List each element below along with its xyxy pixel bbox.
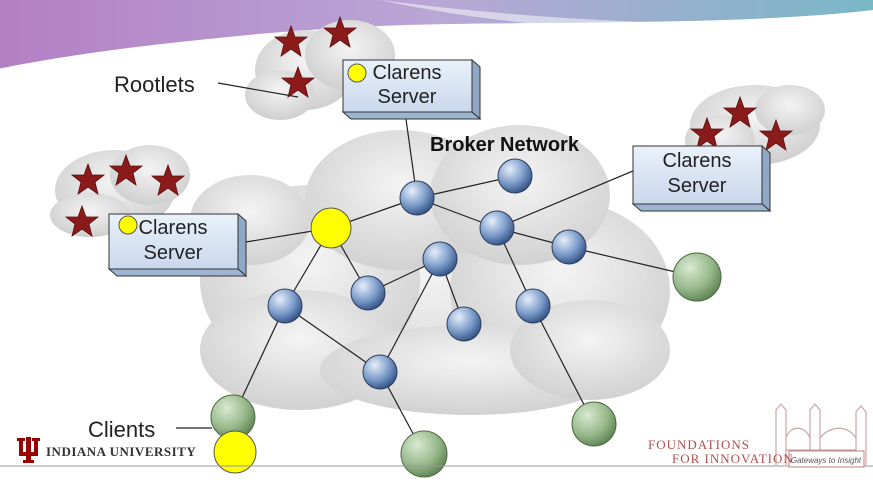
server-right-line1: Clarens (663, 150, 732, 172)
clarens-server-top (341, 58, 482, 121)
tagline: Gateways to Insight (791, 456, 862, 465)
star-icon (322, 15, 358, 48)
star-icon (722, 95, 758, 128)
star-icon (70, 162, 106, 195)
star-icon (758, 118, 794, 151)
foundations-arch-icon (775, 403, 867, 465)
broker-node (446, 306, 482, 342)
broker-node (422, 241, 458, 277)
broker-node (350, 275, 386, 311)
star-icon (150, 163, 186, 196)
broker-nodes (267, 158, 587, 390)
server-left-line1: Clarens (139, 217, 208, 239)
broker-node (399, 180, 435, 216)
rootlet-hub (310, 207, 352, 249)
university-name: INDIANA UNIVERSITY (46, 444, 196, 459)
star-icon (280, 65, 316, 98)
star-icon (273, 24, 309, 57)
foundations-line1: FOUNDATIONS (648, 437, 750, 452)
rootlet-cloud-right (685, 85, 825, 165)
server-top-line2: Server (378, 86, 437, 108)
broker-network-label: Broker Network (430, 134, 580, 156)
client-node (400, 430, 448, 478)
client-node (672, 252, 722, 302)
broker-node (479, 210, 515, 246)
client-node (571, 401, 617, 447)
rootlet-marker-left (118, 215, 138, 235)
foundations-line2: FOR INNOVATION (672, 451, 794, 466)
broker-node (551, 229, 587, 265)
iu-trident-icon (17, 437, 40, 463)
clarens-server-right (631, 144, 772, 213)
broker-node (267, 288, 303, 324)
server-top-line1: Clarens (373, 62, 442, 84)
broker-node (497, 158, 533, 194)
star-icon (689, 116, 725, 149)
server-right-line2: Server (668, 175, 727, 197)
tagline-box (788, 450, 865, 468)
broker-node (362, 354, 398, 390)
star-icon (108, 153, 144, 186)
broker-node (515, 288, 551, 324)
rootlets-label: Rootlets (114, 72, 195, 97)
server-left-line2: Server (144, 242, 203, 264)
star-icon (64, 204, 100, 237)
rootlet-stars (64, 15, 794, 237)
client-node-highlight (213, 430, 257, 474)
clients-label: Clients (88, 417, 155, 442)
rootlet-marker-top (347, 63, 367, 83)
